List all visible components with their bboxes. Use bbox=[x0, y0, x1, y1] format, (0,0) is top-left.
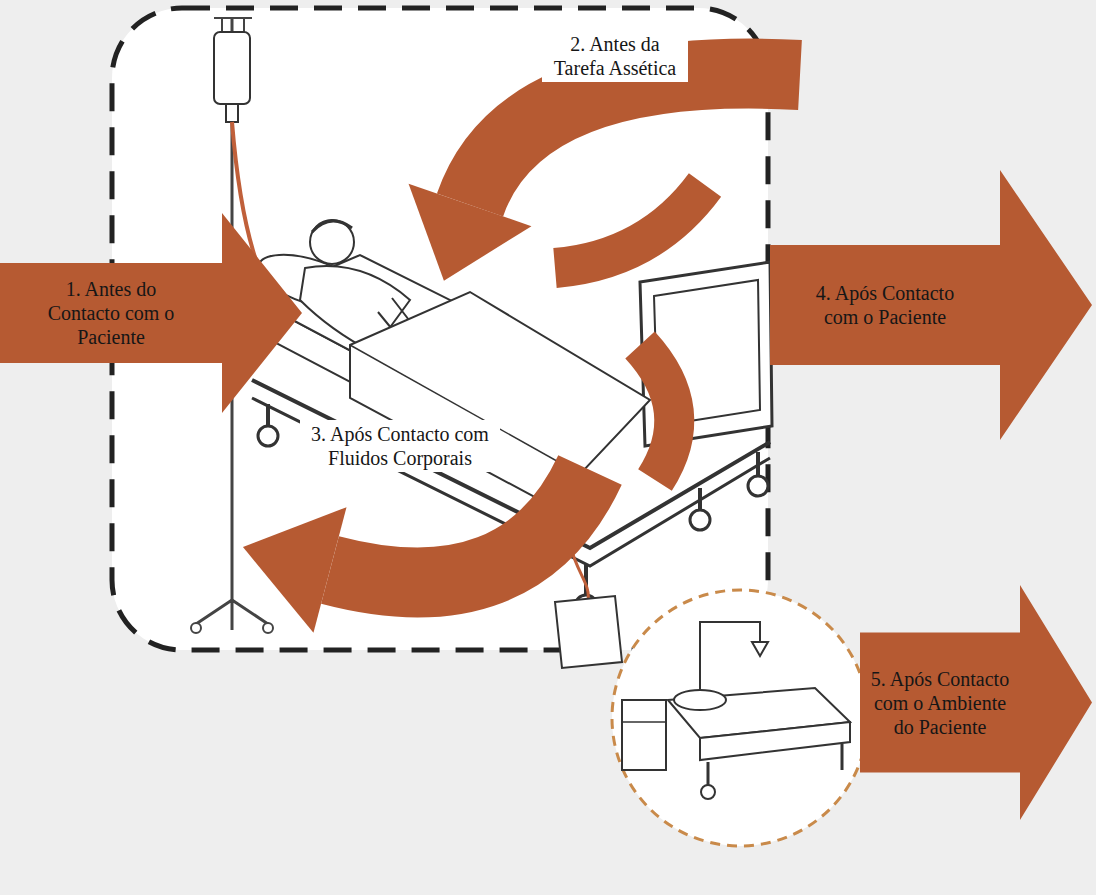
iv-hook bbox=[214, 18, 252, 32]
lift-pole bbox=[700, 622, 760, 700]
arrow-label: 4. Após Contacto com o Paciente bbox=[803, 281, 968, 329]
arrow-shape bbox=[770, 170, 1092, 440]
moment-arrow: 4. Após Contacto com o Paciente bbox=[770, 170, 1092, 440]
empty-bed-wheel bbox=[701, 785, 715, 799]
moment-arrow: 1. Antes do Contacto com o Paciente bbox=[0, 213, 302, 413]
arrow-body bbox=[860, 585, 1092, 820]
curved-arrow-band bbox=[640, 345, 674, 480]
bed-wheel bbox=[748, 476, 768, 496]
iv-bag bbox=[214, 32, 250, 104]
label-box: 4. Após Contacto com o Paciente bbox=[803, 281, 968, 329]
arrow-label: 3. Após Contacto com Fluidos Corporais bbox=[300, 420, 500, 472]
pole-wheel bbox=[191, 623, 201, 633]
moment-arrow: 5. Após Contacto com o Ambiente do Pacie… bbox=[860, 585, 1092, 820]
empty-pillow bbox=[674, 690, 726, 710]
empty-bed-side bbox=[700, 722, 850, 760]
arrow-label: 2. Antes da Tarefa Assética bbox=[542, 30, 688, 82]
label-box: 3. Após Contacto com Fluidos Corporais bbox=[300, 420, 500, 472]
empty-bed-legs bbox=[708, 744, 842, 786]
label-box: 2. Antes da Tarefa Assética bbox=[542, 30, 688, 82]
pole-legs bbox=[196, 600, 268, 630]
drain-bag bbox=[555, 596, 622, 668]
arrow-label: 1. Antes do Contacto com o Paciente bbox=[43, 277, 179, 349]
label-line: 3. Após Contacto com Fluidos Corporais bbox=[300, 420, 500, 472]
arrow-body bbox=[770, 170, 1092, 440]
curved-arrow-band bbox=[555, 185, 705, 268]
curved-arrow-band bbox=[470, 74, 800, 205]
arrow-shape bbox=[220, 320, 720, 660]
label-box: 5. Após Contacto com o Ambiente do Pacie… bbox=[867, 667, 1013, 739]
pole-wheel bbox=[263, 623, 273, 633]
lift-handle bbox=[752, 642, 768, 656]
label-box: 1. Antes do Contacto com o Paciente bbox=[43, 277, 179, 349]
moment-arrow: 3. Após Contacto com Fluidos Corporais bbox=[220, 320, 720, 660]
patient-head bbox=[310, 220, 354, 264]
bed-wheel bbox=[690, 510, 710, 530]
bed-wheel bbox=[258, 426, 278, 446]
patient-hair bbox=[312, 221, 352, 232]
arrow-body bbox=[0, 213, 302, 413]
arrow-head bbox=[409, 184, 532, 281]
environment-zone bbox=[612, 590, 868, 846]
moment-arrow: 2. Antes da Tarefa Assética bbox=[390, 0, 830, 310]
curved-arrow-band bbox=[330, 470, 590, 583]
label-line: 2. Antes da Tarefa Assética bbox=[542, 30, 688, 82]
arrow-label: 5. Após Contacto com o Ambiente do Pacie… bbox=[867, 667, 1013, 739]
arrow-head bbox=[243, 507, 347, 633]
drip-chamber bbox=[226, 104, 238, 122]
nightstand-drawer bbox=[622, 721, 666, 723]
nightstand bbox=[622, 700, 666, 770]
